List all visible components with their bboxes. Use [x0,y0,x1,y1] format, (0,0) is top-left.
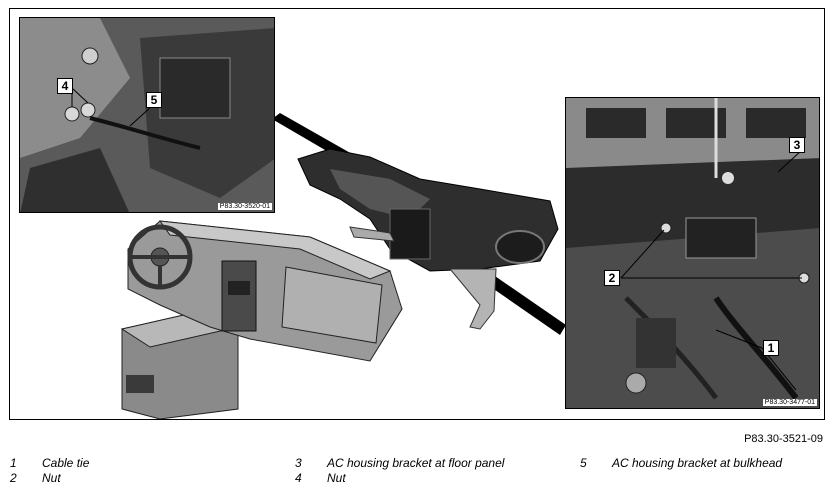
legend-text: Nut [327,471,346,485]
callout-3: 3 [789,137,805,153]
figure-reference-number: P83.30-3521-09 [744,433,823,445]
callout-4: 4 [57,78,73,94]
callout-2: 2 [604,270,620,286]
legend-text: Cable tie [42,456,90,470]
legend-number: 3 [295,456,302,470]
legend-item-4: 4 Nut [295,471,346,485]
legend-number: 5 [580,456,587,470]
left-detail-inset: 4 5 P83.30-3520-01 [19,17,275,213]
legend-item-2: 2 Nut [10,471,61,485]
legend-text: Nut [42,471,61,485]
legend-number: 4 [295,471,302,485]
legend-number: 1 [10,456,17,470]
legend-number: 2 [10,471,17,485]
left-inset-photo [20,18,274,212]
legend-item-1: 1 Cable tie [10,456,89,470]
left-inset-reference: P83.30-3520-01 [217,203,272,210]
illustration-frame: 4 5 P83.30-3520-01 3 2 [9,8,825,420]
callout-5: 5 [146,92,162,108]
right-inset-photo [566,98,819,408]
right-detail-inset: 3 2 1 P83.30-3477-01 [565,97,820,409]
legend-item-3: 3 AC housing bracket at floor panel [295,456,504,470]
legend-text: AC housing bracket at floor panel [327,456,505,470]
legend-item-5: 5 AC housing bracket at bulkhead [580,456,782,470]
dashboard-ac-housing-illustration [120,113,566,419]
callout-1: 1 [763,340,779,356]
legend-text: AC housing bracket at bulkhead [612,456,783,470]
right-inset-reference: P83.30-3477-01 [762,399,817,406]
